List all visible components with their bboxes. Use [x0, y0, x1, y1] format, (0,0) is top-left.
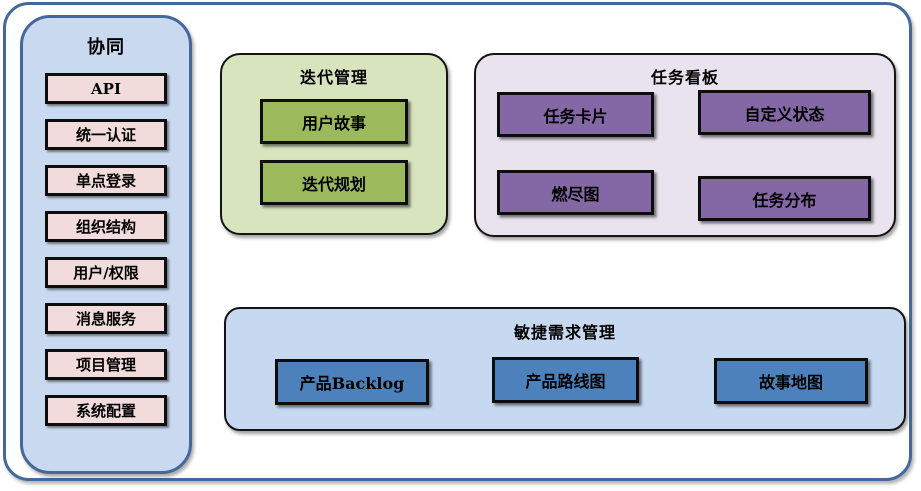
sidebar-item-project-management: 项目管理 [45, 349, 167, 380]
item-task-card: 任务卡片 [497, 92, 654, 137]
group-task-board: 任务看板 任务卡片 自定义状态 燃尽图 任务分布 [474, 53, 896, 237]
sidebar-item-list: API 统一认证 单点登录 组织结构 用户/权限 消息服务 项目管理 系统配置 [23, 73, 189, 426]
sidebar-item-system-config: 系统配置 [45, 395, 167, 426]
item-burndown-chart: 燃尽图 [497, 170, 654, 215]
item-story-map: 故事地图 [714, 358, 868, 404]
sidebar-item-org-structure: 组织结构 [45, 211, 167, 242]
sidebar-item-message-service: 消息服务 [45, 303, 167, 334]
group-kanban-title: 任务看板 [650, 70, 719, 87]
group-agile-requirements: 敏捷需求管理 产品Backlog 产品路线图 故事地图 [224, 307, 906, 431]
sidebar-item-unified-auth: 统一认证 [45, 119, 167, 150]
sidebar-title: 协同 [87, 37, 125, 57]
item-custom-status: 自定义状态 [698, 90, 871, 135]
item-user-story: 用户故事 [260, 99, 408, 144]
item-product-backlog: 产品Backlog [275, 359, 429, 405]
item-product-roadmap: 产品路线图 [492, 357, 639, 403]
item-task-distribution: 任务分布 [698, 176, 871, 221]
group-iteration-management: 迭代管理 用户故事 迭代规划 [220, 53, 448, 235]
outer-frame: 协同 API 统一认证 单点登录 组织结构 用户/权限 消息服务 项目管理 系统… [3, 2, 912, 481]
item-iteration-planning: 迭代规划 [260, 160, 408, 205]
sidebar-item-sso: 单点登录 [45, 165, 167, 196]
group-agile-title: 敏捷需求管理 [513, 325, 616, 342]
sidebar-item-user-permission: 用户/权限 [45, 257, 167, 288]
group-iteration-title: 迭代管理 [299, 70, 368, 87]
sidebar-item-api: API [45, 73, 167, 104]
sidebar-collaboration: 协同 API 统一认证 单点登录 组织结构 用户/权限 消息服务 项目管理 系统… [20, 15, 192, 474]
